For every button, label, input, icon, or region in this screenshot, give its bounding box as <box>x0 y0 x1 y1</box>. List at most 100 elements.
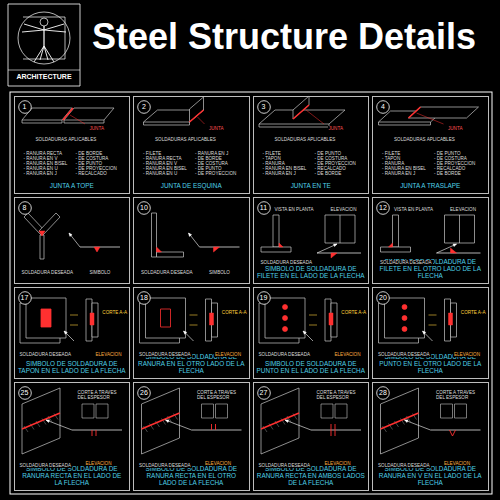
annotation-text: SOLDADURA DESEADA <box>260 260 314 265</box>
weld-fill <box>449 313 453 325</box>
plate-outline <box>459 215 460 243</box>
detail-number-circle: 20 <box>376 291 390 305</box>
leader-line <box>70 115 85 124</box>
annotation-text: - RANURA EN J <box>23 171 58 176</box>
callout-number: 10 <box>137 201 151 215</box>
weld-symbol <box>92 430 93 436</box>
annotation-text: SOLDADURA DESEADA <box>19 463 73 468</box>
leader-line <box>417 113 444 124</box>
detail-number-circle: 19 <box>257 291 271 305</box>
weld-seam <box>261 413 299 429</box>
callout-number: 28 <box>376 386 390 400</box>
arrowhead <box>189 233 192 236</box>
plate-outline <box>26 298 66 338</box>
weld-illustration <box>379 298 457 343</box>
weld-detail-panel: SIMBOLO DE SOLDADURA DE RANURA RECTA EN … <box>253 382 370 491</box>
circle-outline <box>18 201 31 214</box>
annotation-text: SIMBOLO <box>208 270 231 275</box>
section-plate <box>202 404 214 418</box>
weld-detail-panel: SOLDADURA DESEADASIMBOLO10 <box>133 197 250 284</box>
weld-dot <box>283 327 288 332</box>
circle-outline <box>377 201 390 214</box>
section-mark <box>70 315 78 316</box>
weld-illustration <box>152 213 240 257</box>
circle-outline <box>138 100 151 113</box>
arrowhead <box>64 331 67 334</box>
annotation-text: VISTA EN PLANTA <box>274 207 315 212</box>
arrowhead <box>166 420 169 423</box>
weld-illustration <box>20 298 98 343</box>
circle-outline <box>257 291 270 304</box>
arrowhead <box>69 233 72 236</box>
weld-dot <box>402 327 407 332</box>
plate-outline <box>22 120 62 123</box>
plate-outline <box>24 213 45 235</box>
detail-number-circle: 12 <box>376 201 390 215</box>
weld-symbol <box>215 424 216 430</box>
plate-outline <box>265 298 305 338</box>
weld-detail-panel: SIMBOLO DE SOLDADURA DE RANURA EN EL OTR… <box>133 287 250 379</box>
section-plate <box>96 404 108 418</box>
detail-caption: SIMBOLO DE SOLDADURA DE RANURA RECTA EN … <box>18 465 127 486</box>
leader-line <box>285 420 311 430</box>
detail-caption: JUNTA EN TE <box>257 182 366 189</box>
annotation-text: SOLDADURA DESEADA <box>138 463 192 468</box>
weld-symbol <box>96 430 97 436</box>
plate-outline <box>409 107 479 118</box>
annotation-text: JUNTA <box>328 126 344 131</box>
leader-line <box>64 331 74 341</box>
leader-line <box>69 233 80 247</box>
reference-line <box>437 253 481 254</box>
section-mark <box>309 315 317 316</box>
annotation-text: - DE BORDE <box>314 171 343 176</box>
annotation-text: SOLDADURA DESEADA <box>258 352 312 357</box>
weld-seam <box>63 108 73 120</box>
detail-number-circle: 2 <box>137 100 151 114</box>
annotation-text: ELEVACION <box>443 461 471 466</box>
section-plate <box>216 404 228 418</box>
callout-number: 27 <box>257 386 271 400</box>
annotation-text: SOLDADURA DESEADA <box>258 463 312 468</box>
circle-outline <box>377 100 390 113</box>
annotation-text: ELEVACION <box>214 352 242 357</box>
weld-seam <box>142 413 180 429</box>
logo-figure <box>8 4 80 86</box>
weld-symbol <box>211 424 212 430</box>
weld-fill <box>90 313 94 325</box>
circle-outline <box>18 100 31 113</box>
annotation-text: ELEVACION <box>95 352 123 357</box>
weld-detail-panel: JUNTA A TRASLAPESOLDADURAS APLICABLESJUN… <box>372 96 489 194</box>
plate-outline <box>39 213 60 235</box>
detail-caption: JUNTA A TOPE <box>18 182 127 189</box>
annotation-text: ELEVACION <box>334 352 362 357</box>
detail-number-circle: 25 <box>18 386 32 400</box>
circle-outline <box>18 386 31 399</box>
logo-square <box>23 17 65 59</box>
weld-illustration <box>379 107 479 125</box>
callout-number: 8 <box>18 201 32 215</box>
annotation-text: SOLDADURA DESEADA <box>377 352 431 357</box>
weld-dot <box>283 305 288 310</box>
detail-number-circle: 17 <box>18 291 32 305</box>
plate-outline <box>261 247 291 252</box>
arrowhead <box>285 420 288 423</box>
weld-fill <box>279 243 283 247</box>
detail-number-circle: 8 <box>18 201 32 215</box>
callout-number: 19 <box>257 291 271 305</box>
weld-illustration <box>22 108 114 124</box>
arrowhead <box>46 420 49 423</box>
section-plate <box>455 404 467 418</box>
callout-number: 25 <box>18 386 32 400</box>
leader-line <box>303 331 313 341</box>
logo-head <box>40 18 48 26</box>
weld-illustration <box>259 96 345 127</box>
section-mark <box>429 315 437 316</box>
section-plate <box>441 404 453 418</box>
weld-fill <box>389 243 393 247</box>
leader-line <box>317 244 337 253</box>
sheet-frame <box>10 92 492 494</box>
plate-outline <box>385 298 425 338</box>
detail-number-circle: 18 <box>137 291 151 305</box>
annotation-text: SOLDADURAS APLICABLES <box>154 137 217 142</box>
